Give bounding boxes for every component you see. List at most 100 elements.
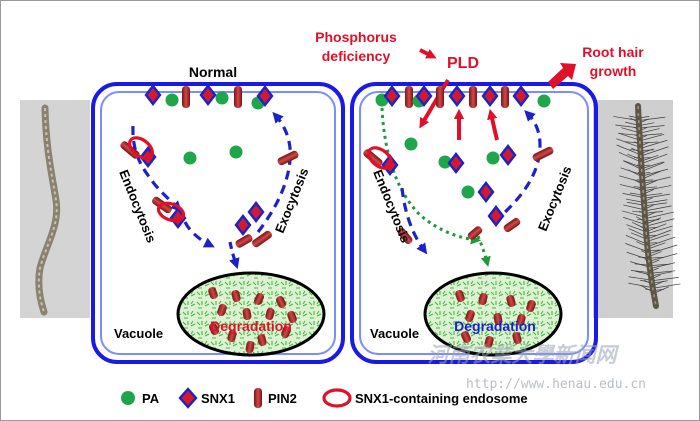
pin2-marker <box>467 226 483 240</box>
root-hair <box>649 229 672 239</box>
root-hair-label-line1: Root hair <box>582 44 644 60</box>
pin2-marker <box>460 331 472 343</box>
snx1-layer <box>139 84 530 236</box>
pin2-marker <box>405 86 413 108</box>
root-hair <box>646 193 670 199</box>
root-hair <box>646 197 653 201</box>
root-hair <box>645 189 655 194</box>
arrows-right <box>380 107 542 267</box>
pa-marker <box>404 137 418 151</box>
root-hair <box>643 161 664 169</box>
vacuole-label-right: Vacuole <box>370 326 419 341</box>
legend-snx1-icon <box>178 387 198 409</box>
snx1-marker <box>144 84 162 106</box>
root-hair <box>642 154 659 161</box>
root-hair <box>650 236 676 246</box>
vacuole-label-left: Vacuole <box>114 326 163 341</box>
to-vacuole-arrow-green <box>476 235 491 267</box>
pa-marker <box>486 151 500 165</box>
phosphorus-deficiency-label-line2: deficiency <box>322 48 391 64</box>
root-hair <box>645 180 657 186</box>
root-hair <box>644 168 668 176</box>
root-hair <box>639 125 665 129</box>
root-hair <box>653 271 672 276</box>
pin2-marker <box>257 333 267 347</box>
endosome-layer <box>128 136 393 223</box>
root-hair <box>615 124 641 129</box>
pa-marker <box>165 93 179 107</box>
root-hair <box>651 244 678 254</box>
endocytosis-arrow-left-2 <box>183 221 215 248</box>
pin2-marker <box>265 307 275 321</box>
phosphorus-deficiency-label-line1: Phosphorus <box>315 29 397 45</box>
pin2-marker <box>252 230 272 248</box>
legend-pin2-icon <box>254 388 262 408</box>
legend-pa-icon <box>121 391 135 405</box>
pin2-marker <box>253 293 265 305</box>
root-hair <box>653 277 679 281</box>
root-hair <box>646 202 667 206</box>
snx1-marker <box>487 205 505 227</box>
legend-endosome-icon <box>322 388 352 408</box>
pin2-marker <box>516 313 526 327</box>
pa-marker <box>537 94 551 108</box>
root-hair <box>641 141 659 144</box>
legend-pin2-label: PIN2 <box>268 391 297 406</box>
snx1-marker <box>481 85 499 107</box>
pin2-marker <box>506 294 516 308</box>
pa-marker <box>183 151 197 165</box>
root-hair <box>648 211 675 219</box>
root-hair <box>644 179 653 181</box>
root-hair <box>641 139 668 149</box>
pin2-marker <box>478 292 488 306</box>
pa-marker <box>229 145 243 159</box>
endocytosis-arrow-left <box>131 125 182 212</box>
pin2-marker <box>465 309 475 323</box>
endosome-marker <box>128 136 154 160</box>
watermark-text: 河南农業大學新闻网 <box>428 342 620 367</box>
degradation-label-right: Degradation <box>454 318 536 334</box>
root-hair <box>654 280 665 286</box>
root-hair <box>645 186 658 189</box>
root-hair <box>652 267 659 271</box>
root-hair <box>652 262 676 269</box>
root-hair <box>648 219 660 221</box>
snx1-marker <box>447 152 465 174</box>
pin2-marker <box>469 86 477 108</box>
snx1-marker <box>199 84 217 106</box>
pin2-marker <box>436 86 444 108</box>
snx1-marker <box>256 85 274 107</box>
pin2-marker <box>242 307 252 321</box>
legend: PA SNX1 PIN2 SNX1-containing endosome <box>121 387 528 409</box>
root-hair <box>648 217 662 224</box>
pin2-marker <box>281 325 291 339</box>
endosome-marker <box>367 146 393 170</box>
root-hair <box>645 185 672 191</box>
pin2-marker <box>532 146 554 162</box>
root-hair-growth-arrow <box>548 63 576 89</box>
degradation-label-left: Degradation <box>210 318 292 334</box>
root-hair <box>647 205 672 211</box>
snx1-marker <box>247 201 265 223</box>
snx1-marker <box>415 85 433 107</box>
root-hair <box>652 270 676 274</box>
pin2-marker <box>455 289 465 303</box>
root-hair-label-line2: growth <box>590 63 637 79</box>
root-hair <box>641 149 655 151</box>
legend-pa-label: PA <box>142 391 160 406</box>
root-hair <box>651 253 678 261</box>
root-hair <box>654 283 681 289</box>
pd-to-pld-arrow <box>419 48 437 59</box>
root-hair <box>640 133 663 136</box>
pin2-marker <box>512 331 522 345</box>
pin2-marker <box>503 217 521 233</box>
root-hair <box>653 274 661 279</box>
root-hair <box>654 286 670 294</box>
root-hair <box>644 176 671 184</box>
snx1-marker <box>448 85 466 107</box>
pld-label: PLD <box>447 55 479 72</box>
root-hair <box>640 128 660 134</box>
root-hair <box>639 122 655 126</box>
